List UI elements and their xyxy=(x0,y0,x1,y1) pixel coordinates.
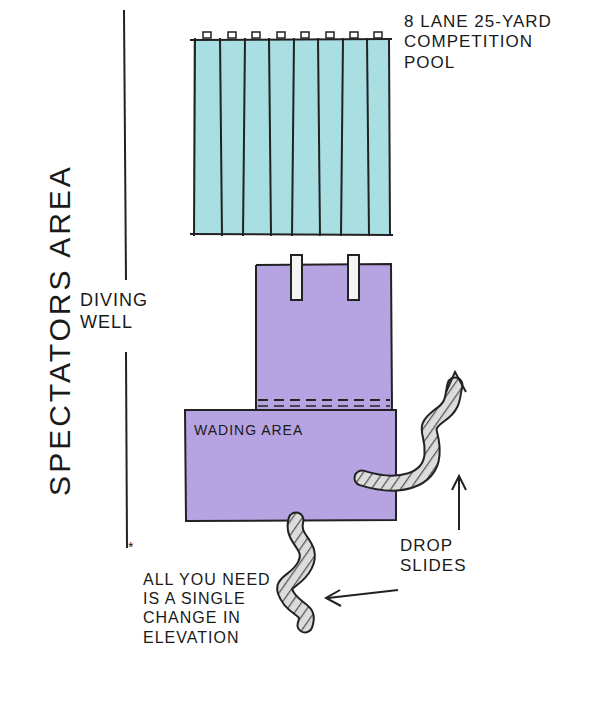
note-label: 8 LANE 25-YARD COMPETITION POOL xyxy=(404,12,584,73)
note-label: DIVING WELL xyxy=(80,290,190,333)
leader-arrow xyxy=(326,590,341,606)
diving-boards xyxy=(291,255,359,300)
area-label: WADING AREA xyxy=(194,422,354,439)
note-label: ALL YOU NEED IS A SINGLE CHANGE IN ELEVA… xyxy=(143,570,293,647)
spectator-line xyxy=(124,10,126,280)
slide-top xyxy=(446,372,466,392)
starting-blocks xyxy=(203,32,382,38)
pool-area: WADING AREA xyxy=(190,418,358,443)
drop-slide xyxy=(285,520,308,625)
depth-change-line xyxy=(258,405,390,407)
note-label: DROP SLIDES xyxy=(400,536,510,577)
mark: * xyxy=(128,539,134,555)
leader-arrow xyxy=(458,478,460,530)
area-title: SPECTATORS AREA xyxy=(42,164,78,496)
drop-slide xyxy=(362,385,455,483)
drop-slide xyxy=(285,520,308,625)
depth-change-line xyxy=(258,399,390,401)
leader-arrow xyxy=(452,476,466,490)
spectator-line xyxy=(126,352,127,548)
lane-lines xyxy=(190,38,393,236)
drop-slide xyxy=(362,385,455,483)
